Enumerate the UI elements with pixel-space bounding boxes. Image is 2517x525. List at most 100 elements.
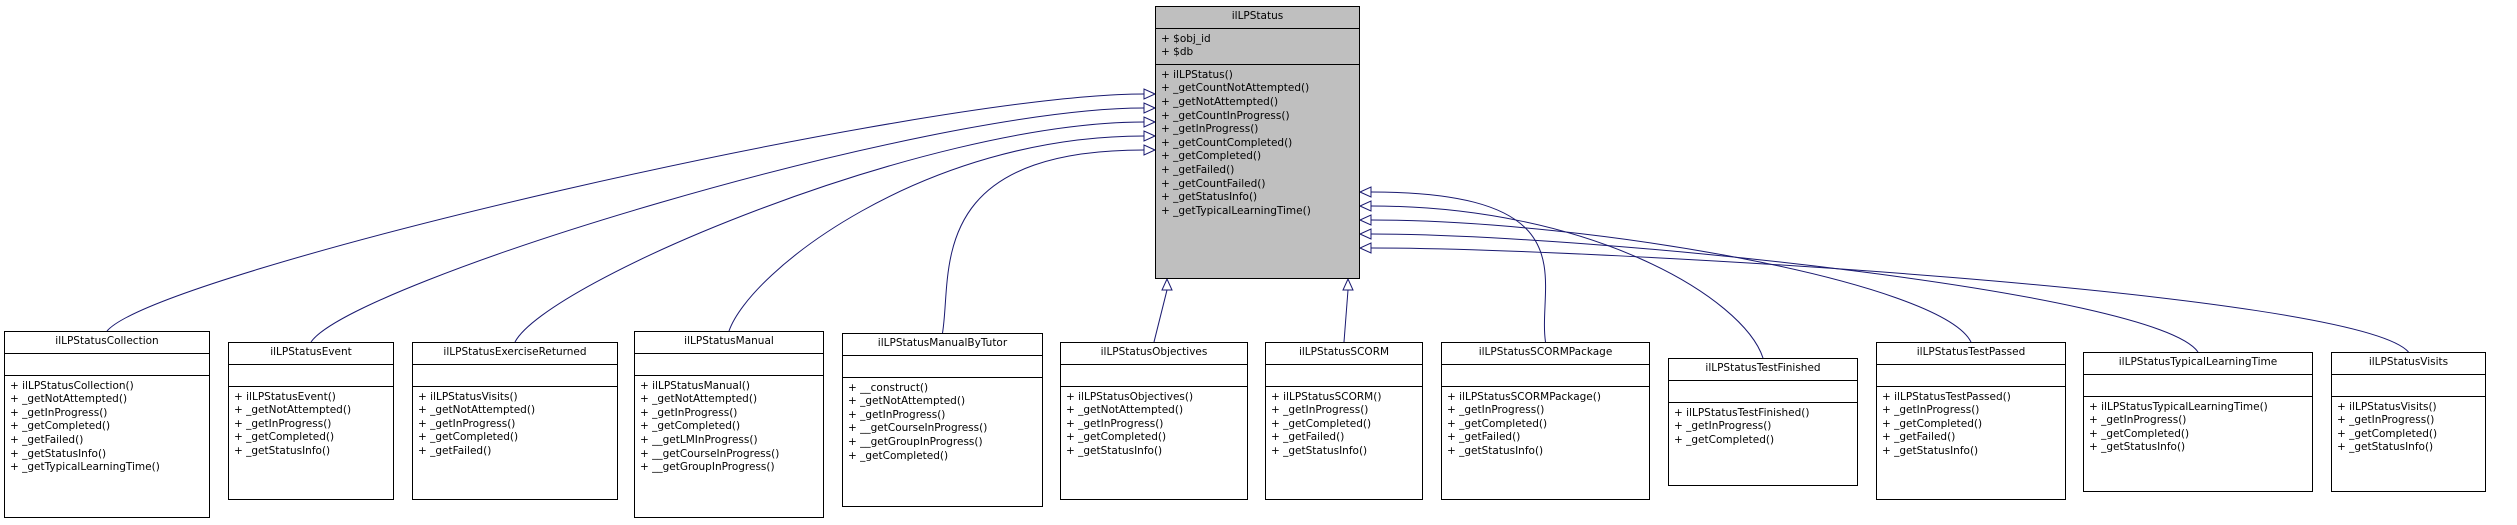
method-row: + _getCompleted() bbox=[640, 420, 741, 433]
class-name: ilLPStatusTestFinished bbox=[1705, 362, 1821, 374]
class-methods: + __construct() + _getNotAttempted() + _… bbox=[843, 376, 1042, 468]
method-row: + _getInProgress() bbox=[2089, 414, 2187, 427]
method-row: + _getNotAttempted() bbox=[1161, 95, 1279, 108]
method-row: + _getCompleted() bbox=[1447, 417, 1548, 430]
inheritance-edge bbox=[1370, 247, 2409, 353]
class-attributes: + $obj_id + $db bbox=[1156, 27, 1359, 64]
method-row: + _getStatusInfo() bbox=[1271, 444, 1368, 457]
class-name: ilLPStatusManual bbox=[684, 335, 774, 347]
method-row: + _getCountCompleted() bbox=[1161, 136, 1293, 149]
class-box-manual[interactable]: ilLPStatusManual + ilLPStatusManual() + … bbox=[634, 331, 824, 518]
method-row: + _getInProgress() bbox=[234, 417, 332, 430]
inheritance-arrowhead bbox=[1143, 102, 1157, 114]
method-row: + _getCompleted() bbox=[1674, 433, 1775, 446]
inheritance-edge bbox=[942, 149, 1145, 334]
inheritance-edge bbox=[514, 121, 1145, 343]
class-box-base[interactable]: ilLPStatus + $obj_id + $db + ilLPStatus(… bbox=[1155, 6, 1360, 279]
method-row: + _getCompleted() bbox=[234, 431, 335, 444]
class-name: ilLPStatusEvent bbox=[270, 346, 352, 358]
method-row: + ilLPStatusManual() bbox=[640, 379, 750, 392]
method-row: + _getCountFailed() bbox=[1161, 177, 1266, 190]
inheritance-edge bbox=[1370, 205, 1764, 359]
method-row: + ilLPStatusVisits() bbox=[2337, 400, 2437, 413]
method-row: + _getCountInProgress() bbox=[1161, 109, 1290, 122]
inheritance-edge bbox=[728, 135, 1145, 332]
method-row: + _getNotAttempted() bbox=[640, 393, 758, 406]
method-row: + __getGroupInProgress() bbox=[640, 461, 775, 474]
class-attributes bbox=[1669, 379, 1857, 402]
inheritance-edge bbox=[1343, 289, 1349, 343]
method-row: + _getTypicalLearningTime() bbox=[1161, 204, 1311, 217]
method-row: + _getCountNotAttempted() bbox=[1161, 82, 1310, 95]
class-box-objectives[interactable]: ilLPStatusObjectives + ilLPStatusObjecti… bbox=[1060, 342, 1248, 500]
class-box-event[interactable]: ilLPStatusEvent + ilLPStatusEvent() + _g… bbox=[228, 342, 394, 500]
class-name: ilLPStatusTypicalLearningTime bbox=[2118, 356, 2278, 368]
inheritance-arrowhead bbox=[1342, 277, 1354, 291]
method-row: + _getStatusInfo() bbox=[1882, 444, 1979, 457]
class-attributes bbox=[635, 352, 823, 375]
class-box-visits[interactable]: ilLPStatusVisits + ilLPStatusVisits() + … bbox=[2331, 352, 2486, 492]
method-row: + _getStatusInfo() bbox=[1447, 444, 1544, 457]
class-name: ilLPStatusTestPassed bbox=[1916, 346, 2026, 358]
class-name: ilLPStatusObjectives bbox=[1100, 346, 1208, 358]
method-row: + _getFailed() bbox=[1447, 431, 1521, 444]
class-box-collection[interactable]: ilLPStatusCollection + ilLPStatusCollect… bbox=[4, 331, 210, 518]
method-row: + _getCompleted() bbox=[1271, 417, 1372, 430]
method-row: + ilLPStatusTestFinished() bbox=[1674, 406, 1810, 419]
class-box-exercise-returned[interactable]: ilLPStatusExerciseReturned + ilLPStatusV… bbox=[412, 342, 618, 500]
method-row: + _getFailed() bbox=[1271, 431, 1345, 444]
class-attributes bbox=[5, 352, 209, 375]
method-row: + _getStatusInfo() bbox=[1161, 191, 1258, 204]
method-row: + _getFailed() bbox=[1882, 431, 1956, 444]
method-row: + ilLPStatusObjectives() bbox=[1066, 390, 1194, 403]
method-row: + _getCompleted() bbox=[1066, 431, 1167, 444]
inheritance-arrowhead bbox=[1143, 130, 1157, 142]
method-row: + _getFailed() bbox=[1161, 163, 1235, 176]
method-row: + _getCompleted() bbox=[848, 449, 949, 462]
class-box-manual-by-tutor[interactable]: ilLPStatusManualByTutor + __construct() … bbox=[842, 333, 1043, 507]
method-row: + _getInProgress() bbox=[1161, 123, 1259, 136]
inheritance-edge bbox=[1370, 191, 1547, 343]
method-row: + __getGroupInProgress() bbox=[848, 435, 983, 448]
method-row: + _getCompleted() bbox=[1882, 417, 1983, 430]
class-attributes bbox=[843, 354, 1042, 377]
method-row: + _getInProgress() bbox=[640, 406, 738, 419]
class-methods: + ilLPStatusTypicalLearningTime() + _get… bbox=[2084, 395, 2312, 459]
method-row: + _getFailed() bbox=[418, 444, 492, 457]
class-name: ilLPStatusSCORMPackage bbox=[1478, 346, 1613, 358]
method-row: + _getNotAttempted() bbox=[418, 404, 536, 417]
class-methods: + ilLPStatusSCORM() + _getInProgress() +… bbox=[1266, 385, 1422, 463]
class-box-typical-learning-time[interactable]: ilLPStatusTypicalLearningTime + ilLPStat… bbox=[2083, 352, 2313, 492]
class-box-test-finished[interactable]: ilLPStatusTestFinished + ilLPStatusTestF… bbox=[1668, 358, 1858, 486]
class-attributes bbox=[1061, 363, 1247, 386]
method-row: + _getStatusInfo() bbox=[2337, 441, 2434, 454]
class-box-scorm-package[interactable]: ilLPStatusSCORMPackage + ilLPStatusSCORM… bbox=[1441, 342, 1650, 500]
method-row: + ilLPStatus() bbox=[1161, 68, 1233, 81]
method-row: + _getStatusInfo() bbox=[2089, 441, 2186, 454]
class-box-test-passed[interactable]: ilLPStatusTestPassed + ilLPStatusTestPas… bbox=[1876, 342, 2066, 500]
method-row: + ilLPStatusTestPassed() bbox=[1882, 390, 2011, 403]
class-attributes bbox=[1877, 363, 2065, 386]
attribute-row: + $db bbox=[1161, 46, 1194, 59]
inheritance-edge bbox=[310, 107, 1145, 343]
class-methods: + ilLPStatusTestPassed() + _getInProgres… bbox=[1877, 385, 2065, 463]
inheritance-arrowhead bbox=[1358, 242, 1372, 254]
method-row: + _getTypicalLearningTime() bbox=[10, 461, 160, 474]
class-name: ilLPStatusManualByTutor bbox=[877, 337, 1008, 349]
method-row: + _getInProgress() bbox=[2337, 414, 2435, 427]
inheritance-arrowhead bbox=[1161, 277, 1173, 291]
class-attributes bbox=[2084, 373, 2312, 396]
class-attributes bbox=[1442, 363, 1649, 386]
method-row: + _getFailed() bbox=[10, 433, 84, 446]
method-row: + _getInProgress() bbox=[1447, 404, 1545, 417]
class-box-scorm[interactable]: ilLPStatusSCORM + ilLPStatusSCORM() + _g… bbox=[1265, 342, 1423, 500]
class-methods: + ilLPStatusSCORMPackage() + _getInProgr… bbox=[1442, 385, 1649, 463]
inheritance-edge bbox=[1370, 233, 2199, 353]
inheritance-edge bbox=[1153, 289, 1168, 343]
method-row: + _getStatusInfo() bbox=[10, 447, 107, 460]
method-row: + _getInProgress() bbox=[1066, 417, 1164, 430]
inheritance-arrowhead bbox=[1358, 200, 1372, 212]
method-row: + _getStatusInfo() bbox=[1066, 444, 1163, 457]
